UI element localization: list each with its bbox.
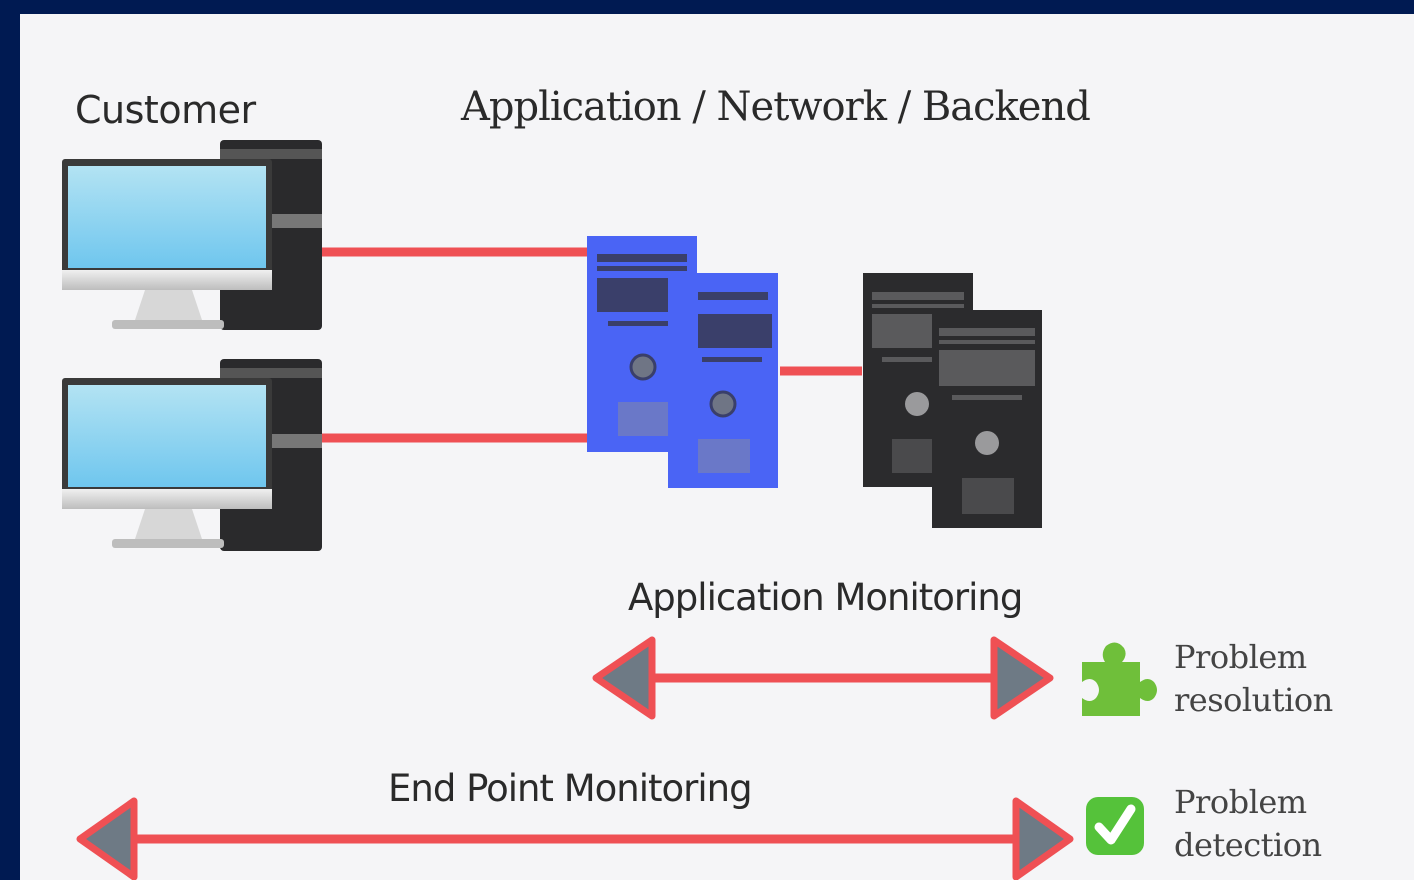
backend-server-icon bbox=[863, 273, 1042, 528]
puzzle-icon bbox=[1082, 642, 1157, 716]
diagram-canvas: Customer Application / Network / Backend… bbox=[20, 14, 1414, 880]
endpoint-monitoring-arrow bbox=[76, 797, 1074, 880]
diagram-graphics bbox=[62, 140, 1157, 880]
endpoint-monitoring-label: End Point Monitoring bbox=[388, 767, 753, 810]
application-monitoring-arrow bbox=[592, 636, 1054, 720]
backend-label: Application / Network / Backend bbox=[461, 84, 1091, 130]
application-monitoring-label: Application Monitoring bbox=[628, 576, 1023, 619]
application-server-icon bbox=[587, 236, 778, 488]
problem-detection-line2: detection bbox=[1174, 826, 1322, 864]
problem-detection-label: Problem detection bbox=[1174, 781, 1322, 867]
problem-resolution-line1: Problem bbox=[1174, 638, 1307, 676]
problem-detection-line1: Problem bbox=[1174, 783, 1307, 821]
checkmark-icon bbox=[1086, 797, 1144, 855]
problem-resolution-line2: resolution bbox=[1174, 681, 1333, 719]
customer-label: Customer bbox=[75, 88, 256, 132]
problem-resolution-label: Problem resolution bbox=[1174, 636, 1333, 722]
customer-computer-1-icon bbox=[62, 140, 322, 330]
customer-computer-2-icon bbox=[62, 359, 322, 551]
